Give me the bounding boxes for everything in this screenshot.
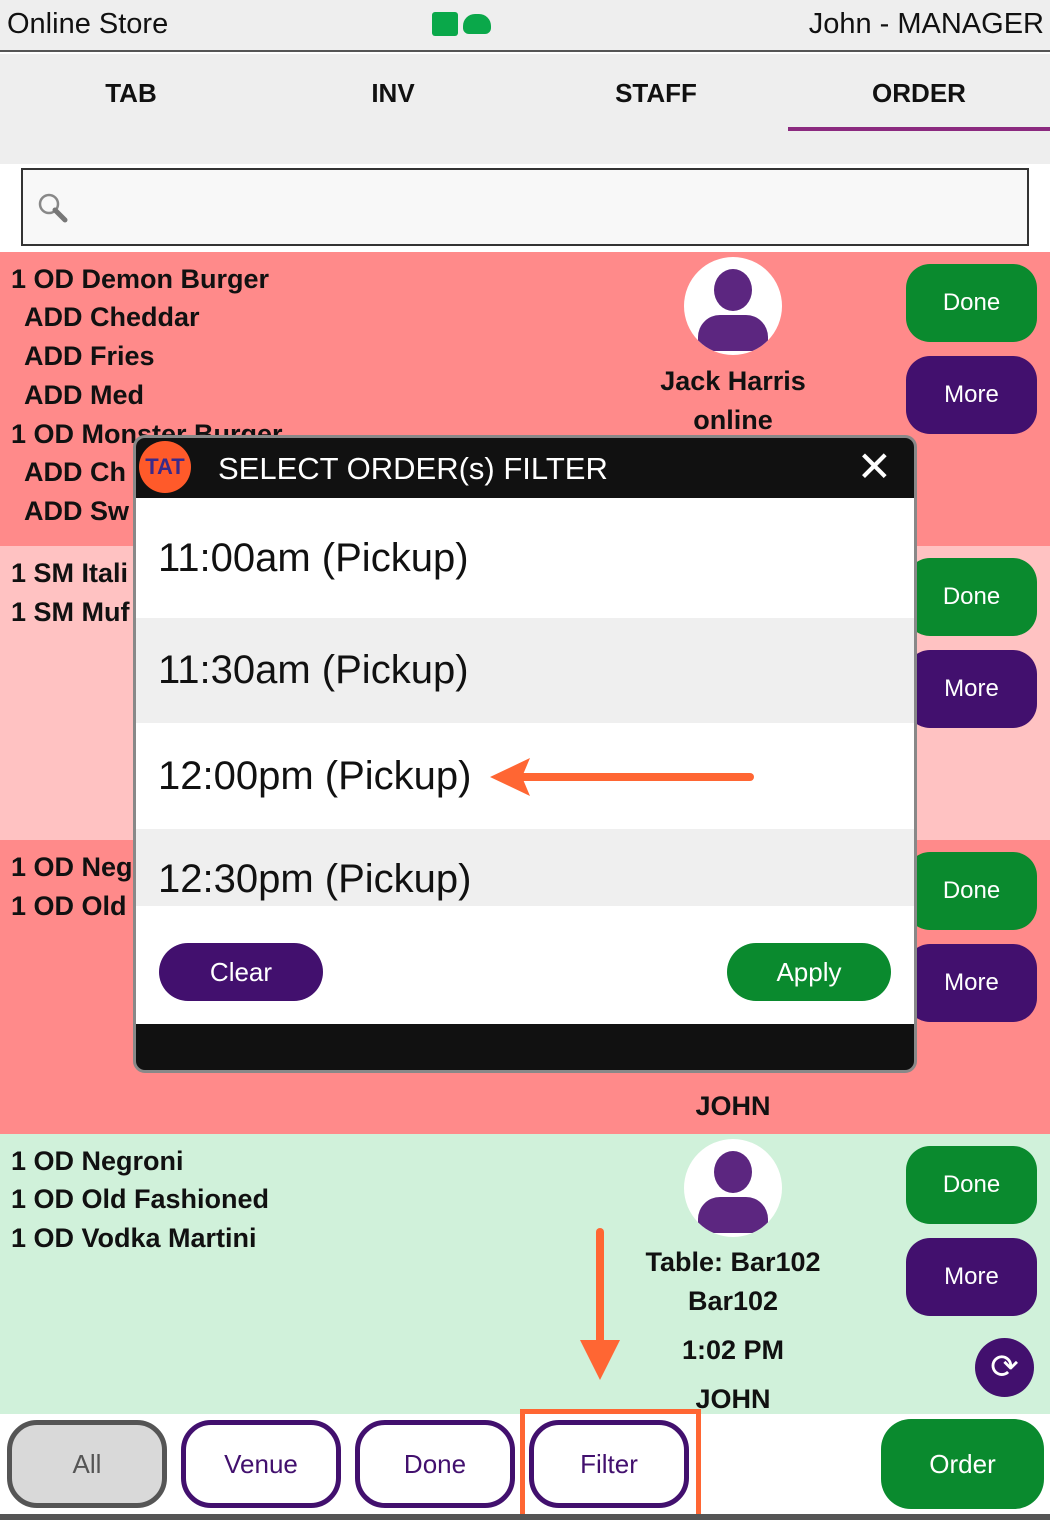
order-modifier: ADD Sw <box>24 496 130 526</box>
staff-name: JOHN <box>695 1384 771 1414</box>
search-icon <box>38 193 68 223</box>
search-input[interactable] <box>21 168 1029 246</box>
active-tab-indicator <box>788 127 1050 131</box>
store-name: Online Store <box>7 8 169 40</box>
tab-tab[interactable]: TAB <box>105 78 157 108</box>
refresh-icon[interactable]: ⟳ <box>975 1338 1034 1397</box>
tab-bar: TAB INV STAFF ORDER <box>0 54 1050 164</box>
modal-header: TAT SELECT ORDER(s) FILTER ✕ <box>136 438 914 500</box>
tab-staff[interactable]: STAFF <box>615 78 697 108</box>
order-item: 1 OD Neg <box>11 852 133 882</box>
filter-option[interactable]: 11:30am (Pickup) <box>136 618 914 723</box>
close-icon[interactable]: ✕ <box>856 443 892 490</box>
order-modifier: ADD Ch <box>24 457 126 487</box>
more-button[interactable]: More <box>906 650 1037 728</box>
order-item: 1 SM Muf <box>11 597 130 627</box>
app-logo-icon: TAT <box>139 441 191 493</box>
order-modifier: ADD Cheddar <box>24 302 200 332</box>
tab-order[interactable]: ORDER <box>872 78 966 108</box>
order-status: online <box>693 405 773 435</box>
more-button[interactable]: More <box>906 356 1037 434</box>
top-bar: Online Store John - MANAGER <box>0 0 1050 52</box>
order-item: 1 OD Vodka Martini <box>11 1223 257 1253</box>
done-button[interactable]: Done <box>906 264 1037 342</box>
order-item: 1 OD Old Fashioned <box>11 1184 270 1214</box>
order-card: 1 OD Negroni 1 OD Old Fashioned 1 OD Vod… <box>0 1134 1050 1414</box>
order-modifier: ADD Fries <box>24 341 155 371</box>
more-button[interactable]: More <box>906 1238 1037 1316</box>
avatar <box>684 257 782 355</box>
more-button[interactable]: More <box>906 944 1037 1022</box>
table-label: Table: Bar102 <box>645 1247 821 1277</box>
cloud-icon <box>463 14 491 34</box>
filter-button[interactable]: Filter <box>529 1420 689 1508</box>
filter-venue-button[interactable]: Venue <box>181 1420 341 1508</box>
tab-inv[interactable]: INV <box>371 78 415 108</box>
done-button[interactable]: Done <box>906 852 1037 930</box>
filter-option[interactable]: 12:30pm (Pickup) <box>136 829 914 906</box>
annotation-arrow-icon <box>490 758 754 796</box>
order-item: 1 OD Old <box>11 891 127 921</box>
order-modifier: ADD Med <box>24 380 144 410</box>
order-item: 1 OD Negroni <box>11 1146 184 1176</box>
order-time: 1:02 PM <box>681 1335 785 1365</box>
printer-icon <box>432 12 458 36</box>
done-button[interactable]: Done <box>906 558 1037 636</box>
highlight-box <box>520 1409 701 1519</box>
annotation-arrow-icon <box>580 1228 620 1380</box>
bottom-edge <box>0 1514 1050 1520</box>
user-label: John - MANAGER <box>808 8 1044 40</box>
filter-all-button[interactable]: All <box>7 1420 167 1508</box>
customer-name: Jack Harris <box>660 366 806 396</box>
clear-button[interactable]: Clear <box>159 943 323 1001</box>
filter-done-button[interactable]: Done <box>355 1420 515 1508</box>
done-button[interactable]: Done <box>906 1146 1037 1224</box>
avatar <box>684 1139 782 1237</box>
order-button[interactable]: Order <box>881 1419 1044 1509</box>
filter-option[interactable]: 11:00am (Pickup) <box>136 498 914 618</box>
order-item: 1 OD Demon Burger <box>11 264 270 294</box>
staff-name: JOHN <box>695 1091 771 1121</box>
order-filter-modal: TAT SELECT ORDER(s) FILTER ✕ 11:00am (Pi… <box>133 435 917 1073</box>
modal-title: SELECT ORDER(s) FILTER <box>218 451 608 486</box>
location-label: Bar102 <box>687 1286 779 1316</box>
order-item: 1 SM Itali <box>11 558 129 588</box>
apply-button[interactable]: Apply <box>727 943 891 1001</box>
